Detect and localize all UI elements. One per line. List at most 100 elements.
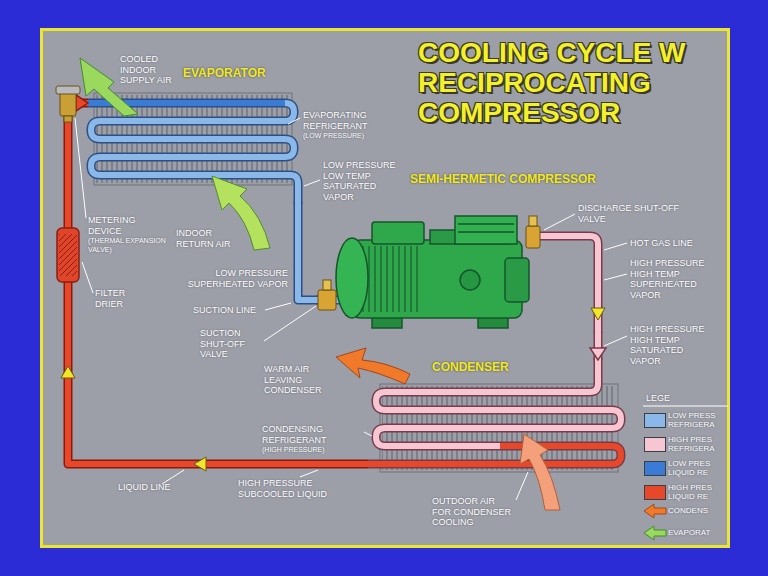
legend-text: LOW PRES LIQUID RE [668,459,724,477]
callout-label: (HIGH PRESSURE) [262,446,362,455]
hot-gas-pipe-part [535,236,598,333]
hot-gas-pipe-part [535,236,598,333]
callout-label: HIGH PRESSURE SUBCOOLED LIQUID [238,478,350,499]
legend-text: LOW PRESS REFRIGERA [668,411,724,429]
legend-text: HIGH PRES LIQUID RE [668,483,724,501]
discharge-shut-off-valve [526,216,540,248]
callout-label: EVAPORATING REFRIGERANT [303,110,395,131]
callout-label: INDOOR RETURN AIR [176,228,231,249]
leader-line-part [604,243,627,250]
refrigerant-pipe [590,332,606,360]
legend-swatch [644,485,666,500]
legend-arrow-sample [644,504,666,518]
filter-drier-part [59,234,77,276]
callout-label: HOT GAS LINE [630,238,720,249]
discharge-shut-off-valve-part [529,216,537,226]
leader-line-part [288,118,300,124]
leader-line-part [364,432,372,436]
suction-shut-off-valve [318,280,336,310]
legend-swatch [644,437,666,452]
callout-label: SUCTION SHUT-OFF VALVE [200,328,262,360]
leader-line-part [604,336,627,346]
filter-drier [57,228,79,282]
callout-label: OUTDOOR AIR FOR CONDENSER COOLING [432,496,514,528]
compressor-body [336,216,529,328]
compressor-body-part [372,222,424,244]
legend-swatch [644,461,666,476]
leader-line-part [304,180,320,186]
warm-air-arrow [336,348,410,384]
discharge-shut-off-valve-part [526,226,540,248]
leader-line [75,118,728,500]
suction-shut-off-valve-part [318,290,336,310]
outdoor-air-arrow [520,434,560,510]
callout-label: LIQUID LINE [118,482,188,493]
component-region: EVAPORATOR [88,66,303,202]
flow-direction-triangle-part [194,457,206,471]
callout-label: COOLED INDOOR SUPPLY AIR [120,54,182,86]
arrow-head [590,348,606,360]
leader-line-part [300,470,318,477]
legend-text: EVAPORAT [668,528,724,537]
condenser-coil-part [376,358,621,446]
component-heading: CONDENSER [432,360,509,374]
callout-label: HIGH PRESSURE HIGH TEMP SUPERHEATED VAPO… [630,258,714,300]
refrigerant-pipe [68,95,368,464]
compressor-body-part [455,216,517,244]
component-heading: SEMI-HERMETIC COMPRESSOR [410,172,596,186]
flow-direction-triangle-part [61,366,75,378]
legend-text: CONDENS [668,506,724,515]
flow-direction-triangle-part [591,308,605,320]
callout-label: HIGH PRESSURE HIGH TEMP SATURATED VAPOR [630,324,714,366]
callout-label: SUCTION LINE [193,305,263,316]
callout-label: METERING DEVICE [88,215,168,236]
compressor-body-part [460,270,480,290]
legend-arrow-sample [644,526,666,540]
component-heading: EVAPORATOR [183,66,266,80]
compressor-body-part [352,240,522,318]
component-region: CONDENSER [368,360,638,478]
leader-line-part [544,214,575,230]
callout-label: LOW PRESSURE LOW TEMP SATURATED VAPOR [323,160,399,202]
metering-device-valve-part [56,86,80,94]
pipe-outline [298,202,318,300]
legend-swatch [644,413,666,428]
leader-line-part [265,303,291,310]
leader-line-part [82,262,93,293]
callout-label: WARM AIR LEAVING CONDENSER [264,364,334,396]
condenser-coil-part [368,446,621,464]
leader-line-part [162,470,184,484]
metering-device-valve-part [60,92,76,116]
callout-label: CONDENSING REFRIGERANT [262,424,362,445]
flow-direction-triangle [61,308,605,471]
evaporator-coil-part [88,103,298,204]
suction-shut-off-valve-part [323,280,331,290]
compressor-body-part [458,223,514,225]
metering-device-valve-part [64,116,72,122]
compressor-body-part [458,231,514,233]
compressor-body-part [336,238,368,318]
callout-label: (THERMAL EXPANSION VALVE) [88,237,172,254]
legend-text: HIGH PRES REFRIGERA [668,435,724,453]
pipe-outline [68,103,368,464]
leader-line-part [643,406,728,407]
pipe-fill [298,202,318,300]
leader-line-part [264,306,316,341]
leader-line-part [604,274,627,280]
arrow-head [76,95,88,111]
callout-label: FILTER DRIER [95,288,137,309]
refrigerant-pipe [298,202,318,300]
hot-gas-pipe [535,236,598,333]
evaporator-coil-part [88,103,298,204]
metering-device-valve [56,86,80,122]
compressor-body-part [505,258,529,302]
callout-label: (LOW PRESSURE) [303,132,395,141]
leader-line-part [75,118,86,218]
filter-drier-part [57,228,79,282]
compressor-body-part [360,246,422,312]
pipe-fill [68,103,368,464]
leader-line-part [516,472,528,500]
callout-label: LOW PRESSURE SUPERHEATED VAPOR [178,268,288,289]
